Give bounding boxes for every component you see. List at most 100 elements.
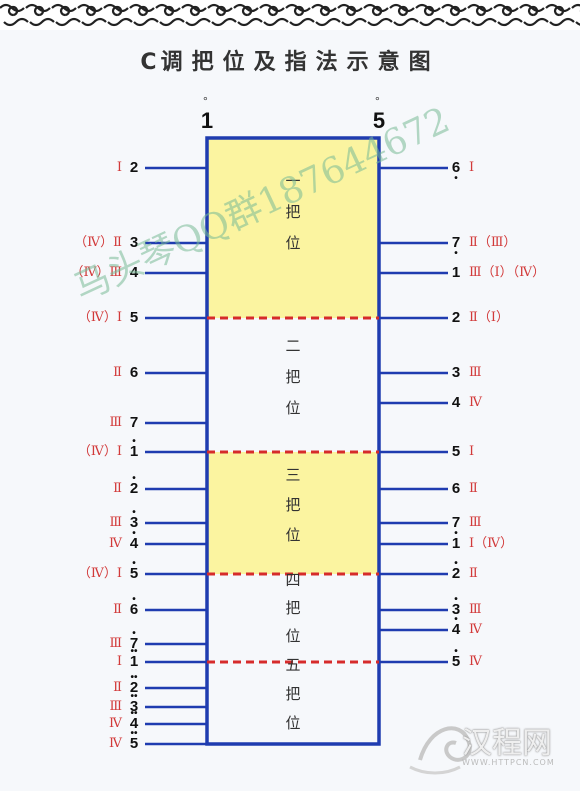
right-note: 7• (447, 234, 465, 259)
left-fingering: （Ⅳ）Ⅲ (70, 265, 122, 280)
right-fingering: Ⅳ (469, 395, 482, 410)
position-1-label: 一 (285, 172, 301, 190)
border-ornament (181, 3, 211, 27)
border-ornament (467, 3, 497, 27)
right-fingering: Ⅳ (469, 622, 482, 637)
border-ornament (441, 3, 471, 27)
left-fingering: Ⅱ (113, 365, 122, 380)
left-fingering: Ⅱ (113, 602, 122, 617)
position-1-label: 把 (285, 203, 301, 221)
border-ornament (129, 3, 159, 27)
right-note: 2 (451, 309, 461, 326)
position-3-label: 三 (285, 466, 301, 484)
border-ornament (363, 3, 393, 27)
right-note: 1• (447, 529, 465, 553)
border-ornament (233, 3, 263, 27)
left-note: 6 (129, 364, 139, 381)
left-note: 4• (125, 529, 143, 553)
left-note: 3• (125, 508, 143, 532)
left-fingering: Ⅱ (113, 680, 122, 695)
logo-text: 汉程网 (462, 726, 552, 761)
right-note: 4• (447, 615, 465, 639)
left-fingering: Ⅰ (116, 654, 122, 669)
left-fingering: Ⅳ (109, 536, 122, 551)
right-fingering: Ⅱ（Ⅲ） (469, 235, 517, 250)
position-4-label: 位 (285, 627, 301, 645)
left-note: 1• (125, 437, 143, 461)
octave-dot: • (454, 248, 458, 259)
right-string-tuning: 5 (372, 108, 386, 133)
octave-dot: • (132, 436, 136, 447)
left-fingering: Ⅳ (109, 716, 122, 731)
octave-dot: • (454, 558, 458, 569)
left-note: 4 (129, 264, 139, 281)
octave-dot: • (454, 614, 458, 625)
octave-dot: • (132, 628, 136, 639)
position-highlight-2 (207, 452, 379, 574)
right-fingering: Ⅰ (469, 444, 475, 459)
left-note: 5 (129, 309, 139, 326)
fingerboard-outline (205, 136, 381, 746)
left-note: 2•• (125, 673, 143, 697)
left-note: 4•• (125, 709, 143, 733)
position-1-label: 位 (285, 234, 301, 252)
octave-dot: • (454, 646, 458, 657)
right-fingering: Ⅲ (469, 602, 482, 617)
right-note: 3 (451, 364, 461, 381)
right-fingering: Ⅲ (469, 365, 482, 380)
left-fingering: Ⅲ (109, 515, 122, 530)
border-ornament (51, 3, 81, 27)
left-note: 3•• (125, 692, 143, 716)
octave-dot: • (132, 507, 136, 518)
octave-dot: •• (130, 691, 138, 702)
position-3-label: 把 (285, 496, 301, 514)
border-ornament (259, 3, 289, 27)
left-fingering: （Ⅳ）Ⅰ (77, 444, 122, 459)
right-note: 7 (451, 514, 461, 531)
position-5-label: 把 (285, 685, 301, 703)
left-note: 2• (125, 474, 143, 498)
title-text: 调把位及指法示意图 (160, 50, 440, 75)
position-5-label: 五 (285, 656, 301, 674)
right-note: 5• (447, 647, 465, 671)
border-ornament (311, 3, 341, 27)
left-fingering: （Ⅳ）Ⅰ (77, 310, 122, 325)
right-fingering: Ⅲ (469, 515, 482, 530)
left-string-open-mark: ° (203, 94, 208, 108)
logo-url: WWW.HTTPCN.COM (462, 758, 555, 767)
octave-dot: • (132, 594, 136, 605)
octave-dot: • (454, 594, 458, 605)
position-3-label: 位 (285, 526, 301, 544)
right-note: 2• (447, 559, 465, 583)
right-fingering: Ⅱ（Ⅰ） (469, 310, 509, 325)
position-5-label: 位 (285, 714, 301, 732)
right-fingering: Ⅱ (469, 481, 478, 496)
left-fingering: Ⅱ (113, 481, 122, 496)
right-note: 1 (451, 264, 461, 281)
decorative-border (0, 0, 580, 30)
border-ornament (0, 3, 29, 27)
octave-dot: • (454, 528, 458, 539)
border-ornament (415, 3, 445, 27)
left-note: 1•• (125, 647, 143, 671)
octave-dot: • (132, 558, 136, 569)
border-ornament (25, 3, 55, 27)
left-string-tuning: 1 (200, 108, 214, 133)
position-4-label: 把 (285, 599, 301, 617)
right-fingering: Ⅱ (469, 566, 478, 581)
right-fingering: Ⅲ（Ⅰ）（Ⅳ） (469, 265, 546, 280)
border-ornament (155, 3, 185, 27)
left-fingering: Ⅲ (109, 699, 122, 714)
left-note: 7 (129, 414, 139, 431)
octave-dot: • (454, 173, 458, 184)
position-2-label: 二 (285, 337, 301, 355)
left-note: 3 (129, 234, 139, 251)
left-note: 5• (125, 559, 143, 583)
octave-dot: •• (130, 672, 138, 683)
position-4-label: 四 (285, 571, 301, 589)
octave-dot: •• (130, 708, 138, 719)
right-fingering: Ⅰ（Ⅳ） (469, 536, 514, 551)
left-fingering: Ⅳ (109, 736, 122, 751)
left-fingering: （Ⅳ）Ⅰ (77, 566, 122, 581)
